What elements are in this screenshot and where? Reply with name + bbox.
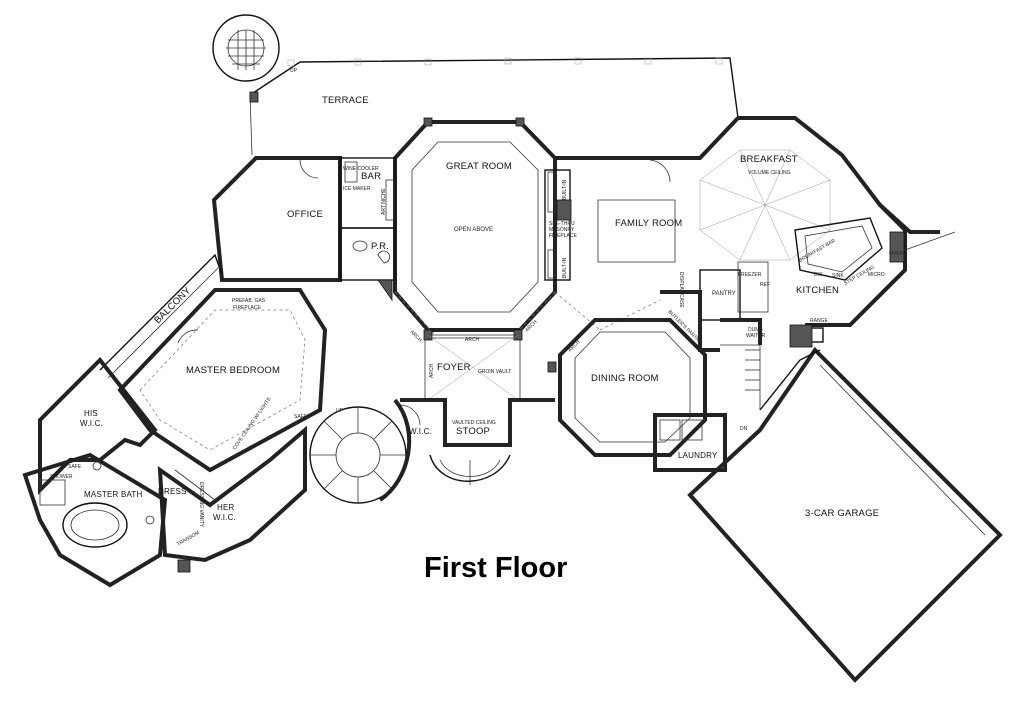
freezer-label: FREEZER bbox=[738, 272, 762, 278]
transom-label: TRANSOM bbox=[176, 530, 201, 548]
display-case-label: DISPLAY CASE bbox=[678, 272, 684, 308]
micro-label: MICRO bbox=[868, 272, 885, 278]
dining-room-area bbox=[547, 318, 707, 457]
her-wic-label-line2: W.I.C. bbox=[213, 513, 236, 522]
dressing-vanity-label: DRESSING VANITY bbox=[198, 482, 204, 528]
master-bedroom-label: MASTER BEDROOM bbox=[186, 365, 280, 376]
vaulted-ceiling-label: VAULTED CEILING bbox=[452, 420, 496, 426]
bar-pr-area bbox=[339, 157, 396, 302]
entry-area bbox=[399, 398, 555, 485]
see-thru-label-3: FIREPLACE bbox=[549, 233, 577, 239]
breakfast-kitchen-area bbox=[699, 116, 956, 343]
master-bedroom-area bbox=[117, 288, 328, 473]
up-label-1: UP bbox=[336, 408, 344, 414]
spiral-staircase bbox=[309, 398, 412, 504]
groin-vault-label: GROIN VAULT bbox=[478, 369, 511, 375]
pantry-label: PANTRY bbox=[712, 291, 736, 297]
oven-label: OVEN bbox=[889, 251, 904, 257]
foyer-label: FOYER bbox=[437, 362, 471, 373]
open-above-label: OPEN ABOVE bbox=[454, 227, 493, 233]
sink-label: SINK bbox=[832, 273, 844, 279]
built-in-top-label: BUILT-IN bbox=[562, 179, 568, 200]
ice-maker-label: ICE MAKER bbox=[343, 186, 371, 192]
balcony-area bbox=[99, 253, 223, 379]
prefab-label-2: FIREPLACE bbox=[233, 305, 261, 311]
laundry-area bbox=[653, 344, 761, 472]
masonry-fireplace bbox=[544, 169, 572, 281]
breakfast-bar-label: BREAKFAST BAR bbox=[798, 238, 837, 264]
wic-label: W.I.C. bbox=[409, 427, 432, 436]
pr-label: P.R. bbox=[371, 241, 389, 252]
ref-label: REF bbox=[760, 282, 770, 288]
volume-ceiling-label: VOLUME CEILING bbox=[748, 170, 791, 176]
arch-dining-label: ARCH bbox=[567, 339, 582, 354]
foyer-area bbox=[423, 329, 523, 401]
shower-label: SHOWER bbox=[50, 474, 73, 480]
see-thru-label-2: MASONRY bbox=[549, 227, 575, 233]
office-label: OFFICE bbox=[287, 209, 323, 220]
master-bath-area bbox=[22, 356, 307, 588]
arch-left-label: ARCH bbox=[409, 329, 424, 344]
family-room-label: FAMILY ROOM bbox=[615, 218, 682, 229]
her-wic-label-line1: HER bbox=[217, 503, 235, 512]
dining-room-label: DINING ROOM bbox=[591, 373, 659, 384]
breakfast-label: BREAKFAST bbox=[740, 154, 798, 165]
his-wic-label-line2: W.I.C. bbox=[80, 419, 103, 428]
floor-title: First Floor bbox=[424, 552, 567, 584]
prefab-label-1: PREFAB. GAS bbox=[232, 298, 266, 304]
safe-label-2: SAFE bbox=[68, 464, 82, 470]
cove-ceiling-label: COVE CEILING W/ LIGHTS bbox=[232, 396, 273, 451]
dumb-waiter-label-2: WAITER bbox=[746, 333, 766, 339]
dress-label: DRESS bbox=[158, 487, 187, 496]
his-wic-label-line1: HIS bbox=[84, 409, 98, 418]
wine-cooler-label: WINE COOLER bbox=[343, 166, 379, 172]
terrace-area bbox=[212, 14, 739, 156]
master-bath-label: MASTER BATH bbox=[84, 490, 143, 499]
see-thru-label-1: SEE-THRU bbox=[549, 221, 575, 227]
garage-area bbox=[687, 324, 1003, 683]
laundry-label: LAUNDRY bbox=[678, 451, 718, 460]
up-label-2: UP bbox=[290, 68, 298, 74]
garage-label: 3-CAR GARAGE bbox=[805, 508, 879, 519]
terrace-label: TERRACE bbox=[322, 95, 369, 106]
range-label: RANGE bbox=[810, 318, 828, 324]
built-in-bottom-label: BUILT-IN bbox=[562, 257, 568, 278]
pantry-area bbox=[660, 261, 769, 352]
bar-label: BAR bbox=[361, 171, 381, 182]
office-area bbox=[211, 156, 342, 282]
dumb-waiter-label-1: DUMB bbox=[748, 327, 763, 333]
dw-label: DW bbox=[814, 272, 823, 278]
great-room-label: GREAT ROOM bbox=[446, 161, 512, 172]
safe-label-1: SAFE bbox=[294, 414, 308, 420]
dn-label: DN bbox=[740, 426, 748, 432]
kitchen-label: KITCHEN bbox=[796, 285, 839, 296]
stoop-label: STOOP bbox=[456, 426, 490, 437]
butlers-pantry-label: BUTLER'S PANTRY bbox=[667, 309, 704, 346]
art-niche-label: ART NICHE bbox=[381, 188, 387, 215]
arch-foyer-label: ARCH bbox=[429, 363, 435, 378]
arch-center-label: ARCH bbox=[465, 337, 480, 343]
